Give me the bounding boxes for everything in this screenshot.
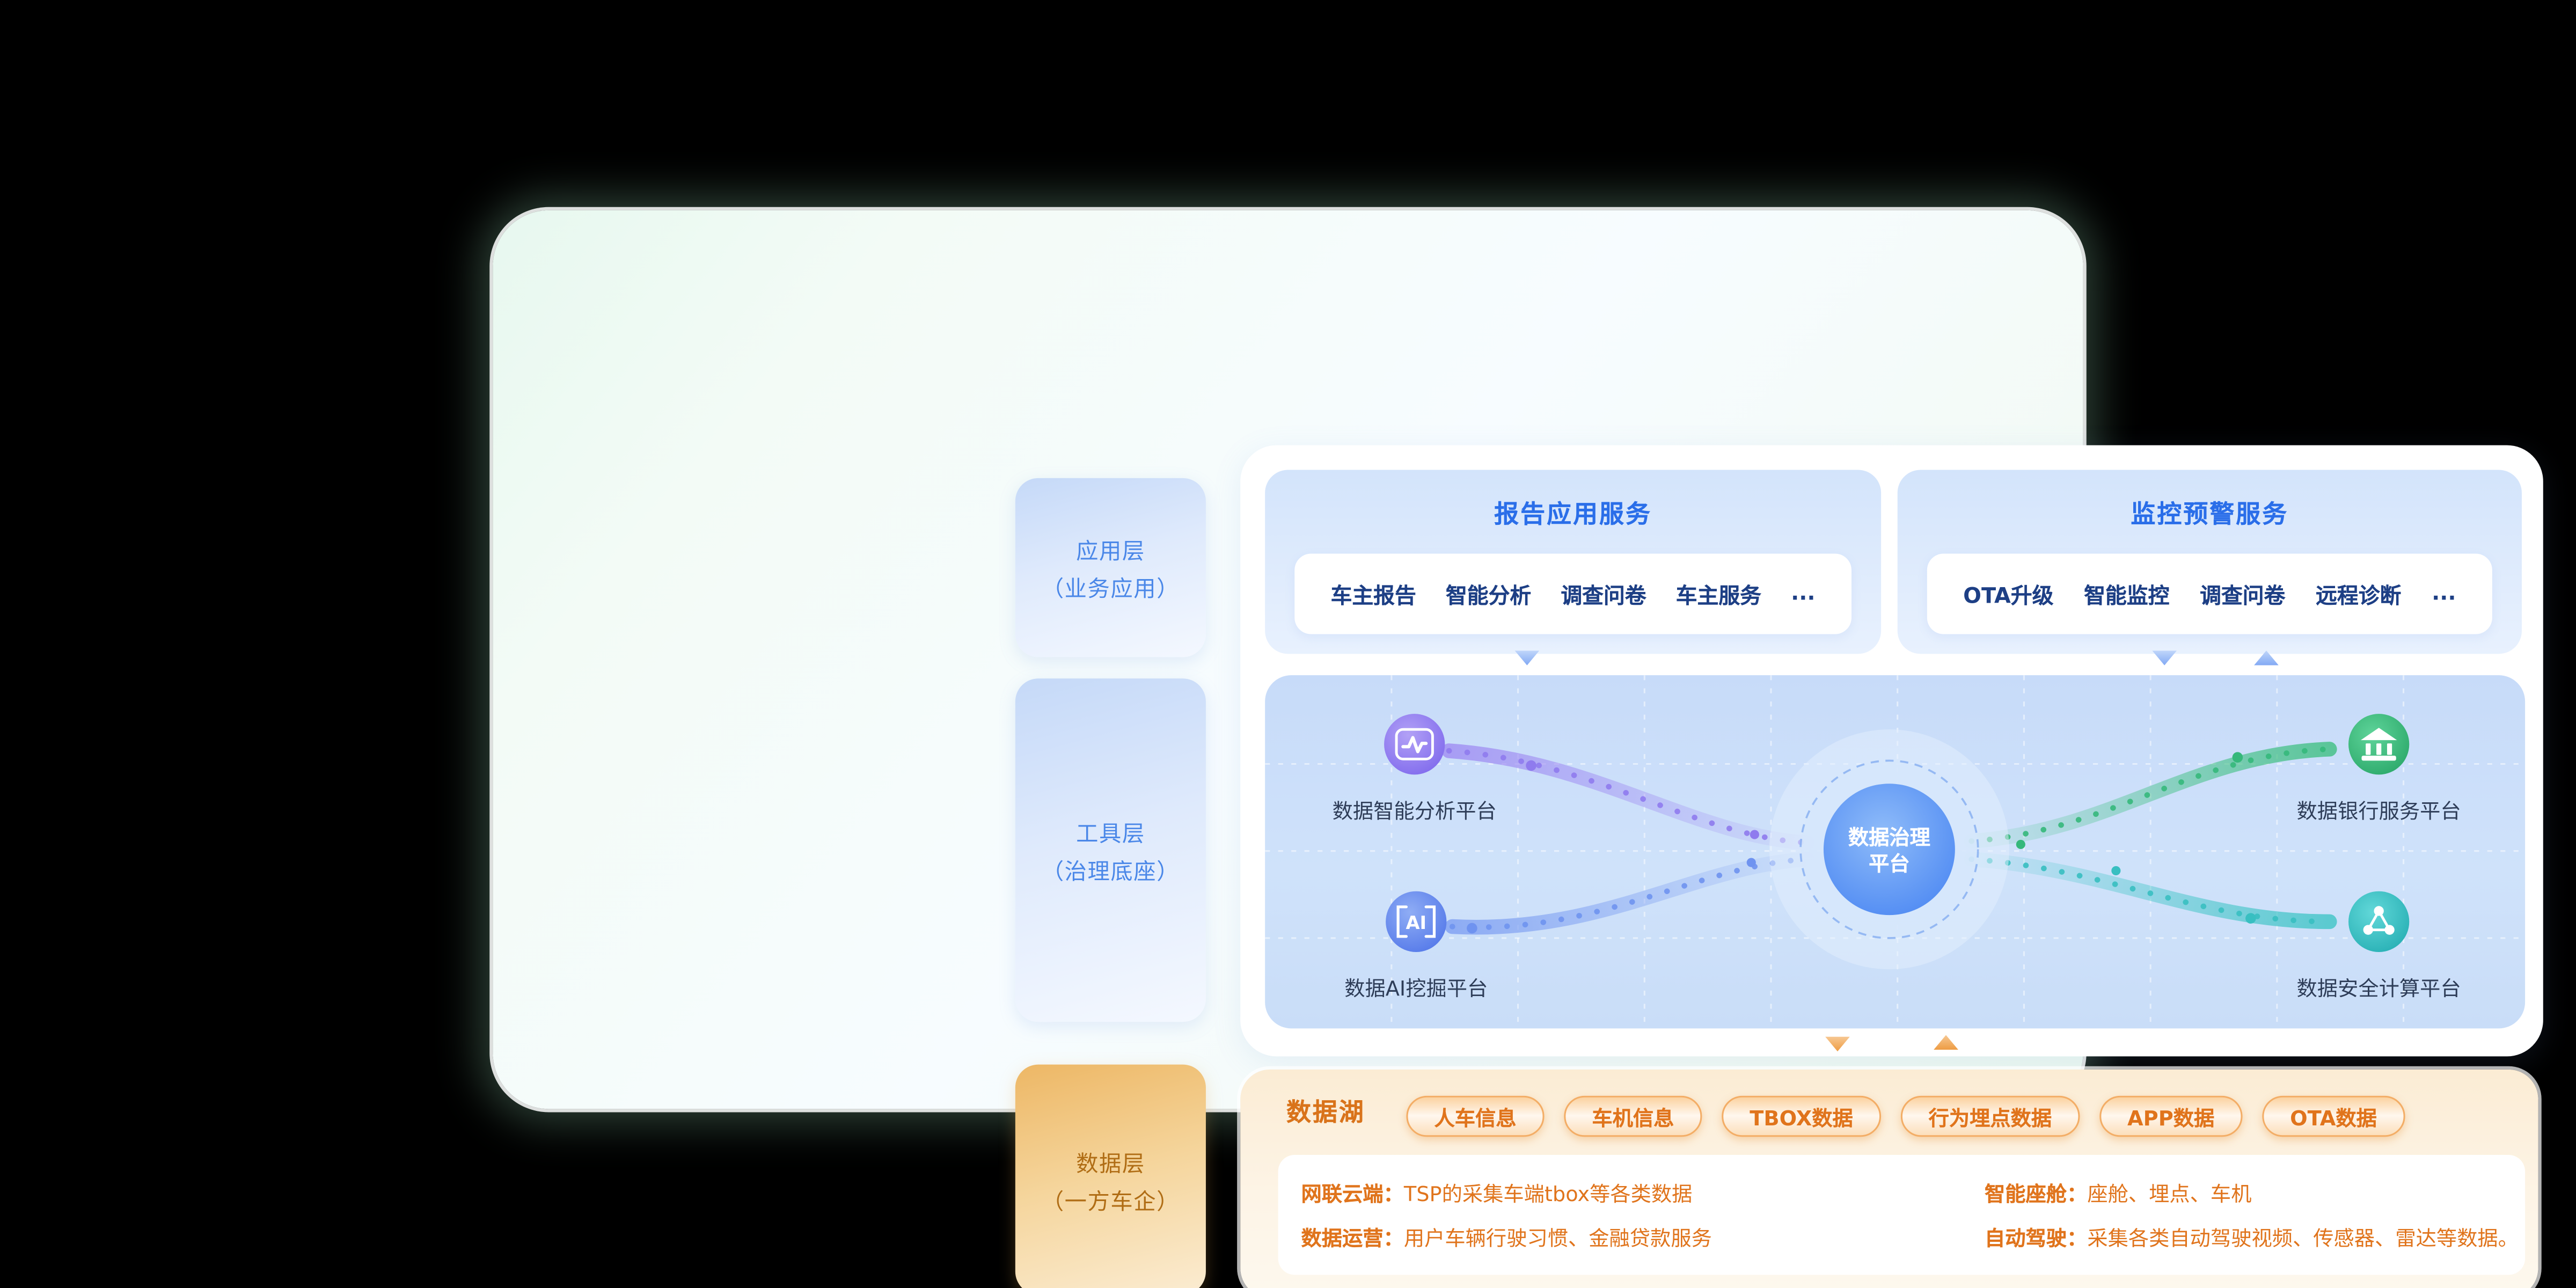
data-lake-notes: 网联云端：TSP的采集车端tbox等各类数据 数据运营：用户车辆行驶习惯、金融贷… (1278, 1155, 2526, 1275)
layer-box-tool: 工具层 （治理底座） (1015, 678, 1206, 1022)
service-box-report: 报告应用服务 车主报告 智能分析 调查问卷 车主服务 ... (1265, 470, 1882, 654)
notes-column-left: 网联云端：TSP的采集车端tbox等各类数据 数据运营：用户车辆行驶习惯、金融贷… (1301, 1176, 1711, 1252)
platform-label-ai-mining: 数据AI挖掘平台 (1344, 976, 1488, 1001)
layer-box-data: 数据层 （一方车企） (1015, 1064, 1206, 1288)
layer-title: 应用层 (1076, 539, 1145, 566)
service-title: 监控预警服务 (2131, 499, 2289, 529)
notes-column-right: 智能座舱：座舱、埋点、车机 自动驾驶：采集各类自动驾驶视频、传感器、雷达等数据。 (1985, 1176, 2519, 1252)
note-line: 智能座舱：座舱、埋点、车机 (1984, 1181, 2252, 1206)
service-item: ... (2432, 581, 2456, 606)
service-item: ... (1791, 581, 1816, 606)
service-item: 车主服务 (1675, 584, 1761, 610)
data-pill: TBOX数据 (1722, 1095, 1881, 1136)
governance-center (1769, 729, 2009, 970)
service-title: 报告应用服务 (1494, 499, 1652, 529)
governance-canvas: AI (1265, 675, 2526, 1029)
note-line: 网联云端：TSP的采集车端tbox等各类数据 (1301, 1181, 1693, 1206)
note-line: 数据运营：用户车辆行驶习惯、金融贷款服务 (1301, 1225, 1712, 1250)
service-item: 智能监控 (2084, 584, 2170, 610)
platform-label-bank: 数据银行服务平台 (2296, 798, 2461, 823)
layer-subtitle: （一方车企） (1041, 1188, 1180, 1215)
platform-label-analysis: 数据智能分析平台 (1332, 798, 1497, 823)
layer-subtitle: （治理底座） (1041, 859, 1180, 885)
data-pill: 行为埋点数据 (1900, 1095, 2080, 1136)
data-lake-title: 数据湖 (1286, 1097, 1365, 1127)
layer-title: 数据层 (1076, 1151, 1145, 1177)
service-item: 远程诊断 (2316, 584, 2402, 610)
bank-icon (2348, 714, 2410, 775)
service-item: OTA升级 (1963, 584, 2054, 610)
data-pill: 人车信息 (1406, 1095, 1545, 1136)
platform-label-secure-compute: 数据安全计算平台 (2296, 976, 2461, 1001)
governance-center-label: 数据治理 平台 (1848, 824, 1930, 876)
note-line: 自动驾驶：采集各类自动驾驶视频、传感器、雷达等数据。 (1984, 1225, 2519, 1250)
service-items-bar: OTA升级 智能监控 调查问卷 远程诊断 ... (1927, 553, 2492, 634)
connection-beads (1467, 752, 2256, 934)
data-pill: APP数据 (2099, 1095, 2243, 1136)
service-item: 调查问卷 (1561, 584, 1646, 610)
governance-diagram: AI (1265, 675, 2526, 1029)
layer-subtitle: （业务应用） (1041, 576, 1180, 603)
service-box-monitor: 监控预警服务 OTA升级 智能监控 调查问卷 远程诊断 ... (1897, 470, 2522, 654)
data-pill: 车机信息 (1564, 1095, 1702, 1136)
connection-dots (1446, 746, 2333, 930)
layer-box-application: 应用层 （业务应用） (1015, 478, 1206, 657)
service-item: 车主报告 (1330, 584, 1416, 610)
architecture-panel: 应用层 （业务应用） 工具层 （治理底座） 数据层 （一方车企） 报告应用服务 … (493, 210, 2543, 1288)
network-nodes-icon (2348, 891, 2410, 952)
ai-brackets-icon: AI (1386, 891, 1447, 952)
pulse-chart-icon (1384, 714, 1445, 775)
data-lake-panel: 数据湖 人车信息 车机信息 TBOX数据 行为埋点数据 APP数据 OTA数据 … (1240, 1069, 2538, 1288)
data-lake-pills: 人车信息 车机信息 TBOX数据 行为埋点数据 APP数据 OTA数据 (1406, 1094, 2405, 1137)
service-item: 调查问卷 (2200, 584, 2286, 610)
svg-text:AI: AI (1406, 912, 1426, 933)
layer-title: 工具层 (1076, 821, 1145, 848)
service-item: 智能分析 (1445, 584, 1532, 610)
data-pill: OTA数据 (2262, 1095, 2405, 1136)
connection-bands (1441, 742, 2337, 935)
service-items-bar: 车主报告 智能分析 调查问卷 车主服务 ... (1294, 553, 1851, 634)
